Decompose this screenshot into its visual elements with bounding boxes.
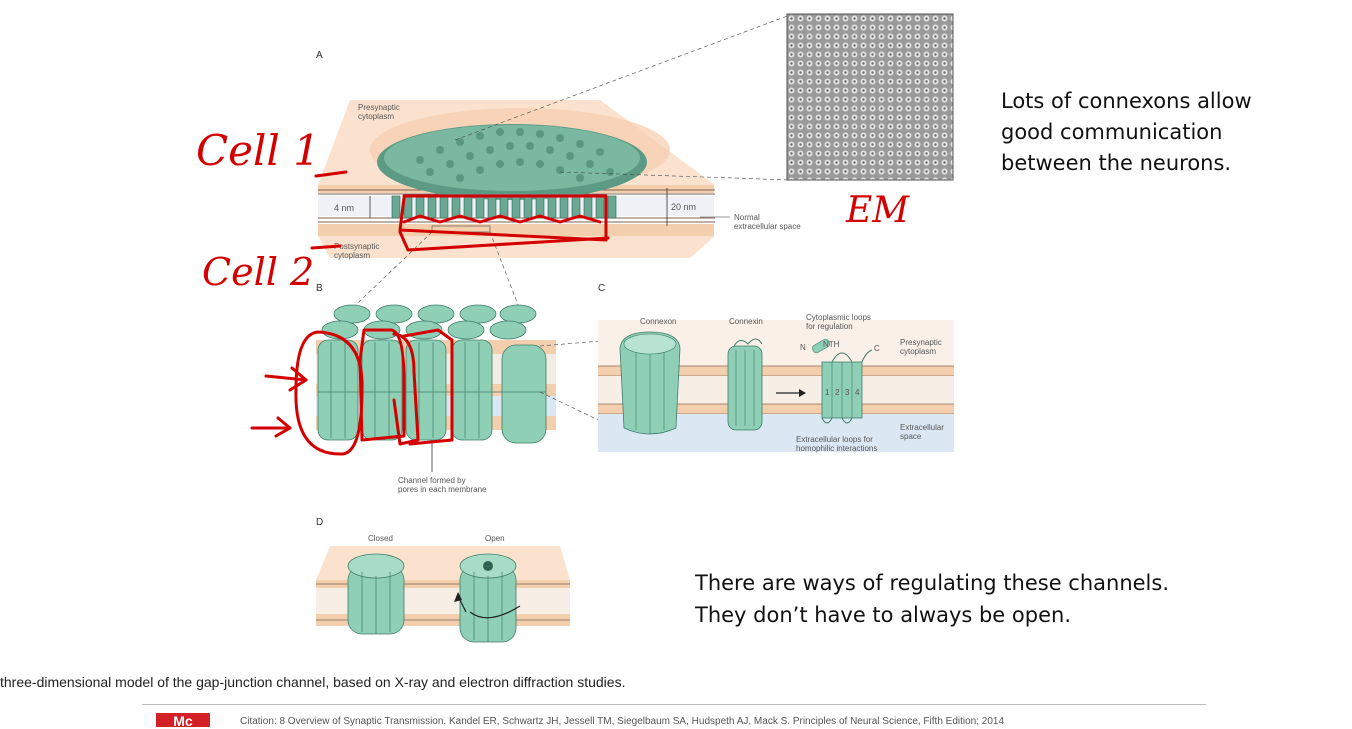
em-image bbox=[786, 13, 954, 181]
gap-width-label: 4 nm bbox=[334, 203, 355, 213]
segment-1-label: 1 bbox=[825, 388, 830, 397]
nth-label: NTH bbox=[823, 340, 840, 349]
postsynaptic-label: Postsynaptic cytoplasm bbox=[334, 242, 380, 260]
extracellular-loops-label: Extracellular loops for homophilic inter… bbox=[796, 435, 878, 453]
panel-d-letter: D bbox=[316, 517, 324, 528]
publisher-logo: Mc bbox=[156, 713, 210, 729]
panel-a-letter: A bbox=[316, 50, 323, 61]
extracellular-label: Extracellular space bbox=[900, 423, 945, 441]
connexin-label: Connexin bbox=[729, 317, 763, 326]
annotation-em: EM bbox=[846, 190, 910, 231]
citation-text: Citation: 8 Overview of Synaptic Transmi… bbox=[240, 716, 1005, 727]
space-width-label: 20 nm bbox=[671, 202, 697, 212]
segment-3-label: 3 bbox=[845, 388, 850, 397]
c-terminus-label: C bbox=[874, 344, 880, 353]
cytoplasmic-loops-label: Cytoplasmic loops for regulation bbox=[806, 313, 871, 331]
connexon-label: Connexon bbox=[640, 317, 677, 326]
figure-caption: three-dimensional model of the gap-junct… bbox=[0, 674, 626, 690]
n-terminus-label: N bbox=[800, 343, 806, 352]
normal-space-label: Normal extracellular space bbox=[734, 213, 801, 231]
annotation-cell-1: Cell 1 bbox=[196, 126, 320, 175]
segment-4-label: 4 bbox=[855, 388, 860, 397]
closed-label: Closed bbox=[368, 534, 393, 543]
panel-c-letter: C bbox=[598, 283, 606, 294]
open-label: Open bbox=[485, 534, 505, 543]
panel-b-letter: B bbox=[316, 283, 323, 294]
segment-2-label: 2 bbox=[835, 388, 840, 397]
c-presynaptic-label: Presynaptic cytoplasm bbox=[900, 338, 942, 356]
channel-label: Channel formed by pores in each membrane bbox=[398, 476, 487, 494]
note-connexons: Lots of connexons allow good communicati… bbox=[1001, 89, 1252, 175]
footer-divider bbox=[142, 704, 1206, 705]
annotation-cell-2: Cell 2 bbox=[202, 250, 315, 294]
presynaptic-label: Presynaptic cytoplasm bbox=[358, 103, 400, 121]
note-regulation: There are ways of regulating these chann… bbox=[695, 571, 1169, 627]
